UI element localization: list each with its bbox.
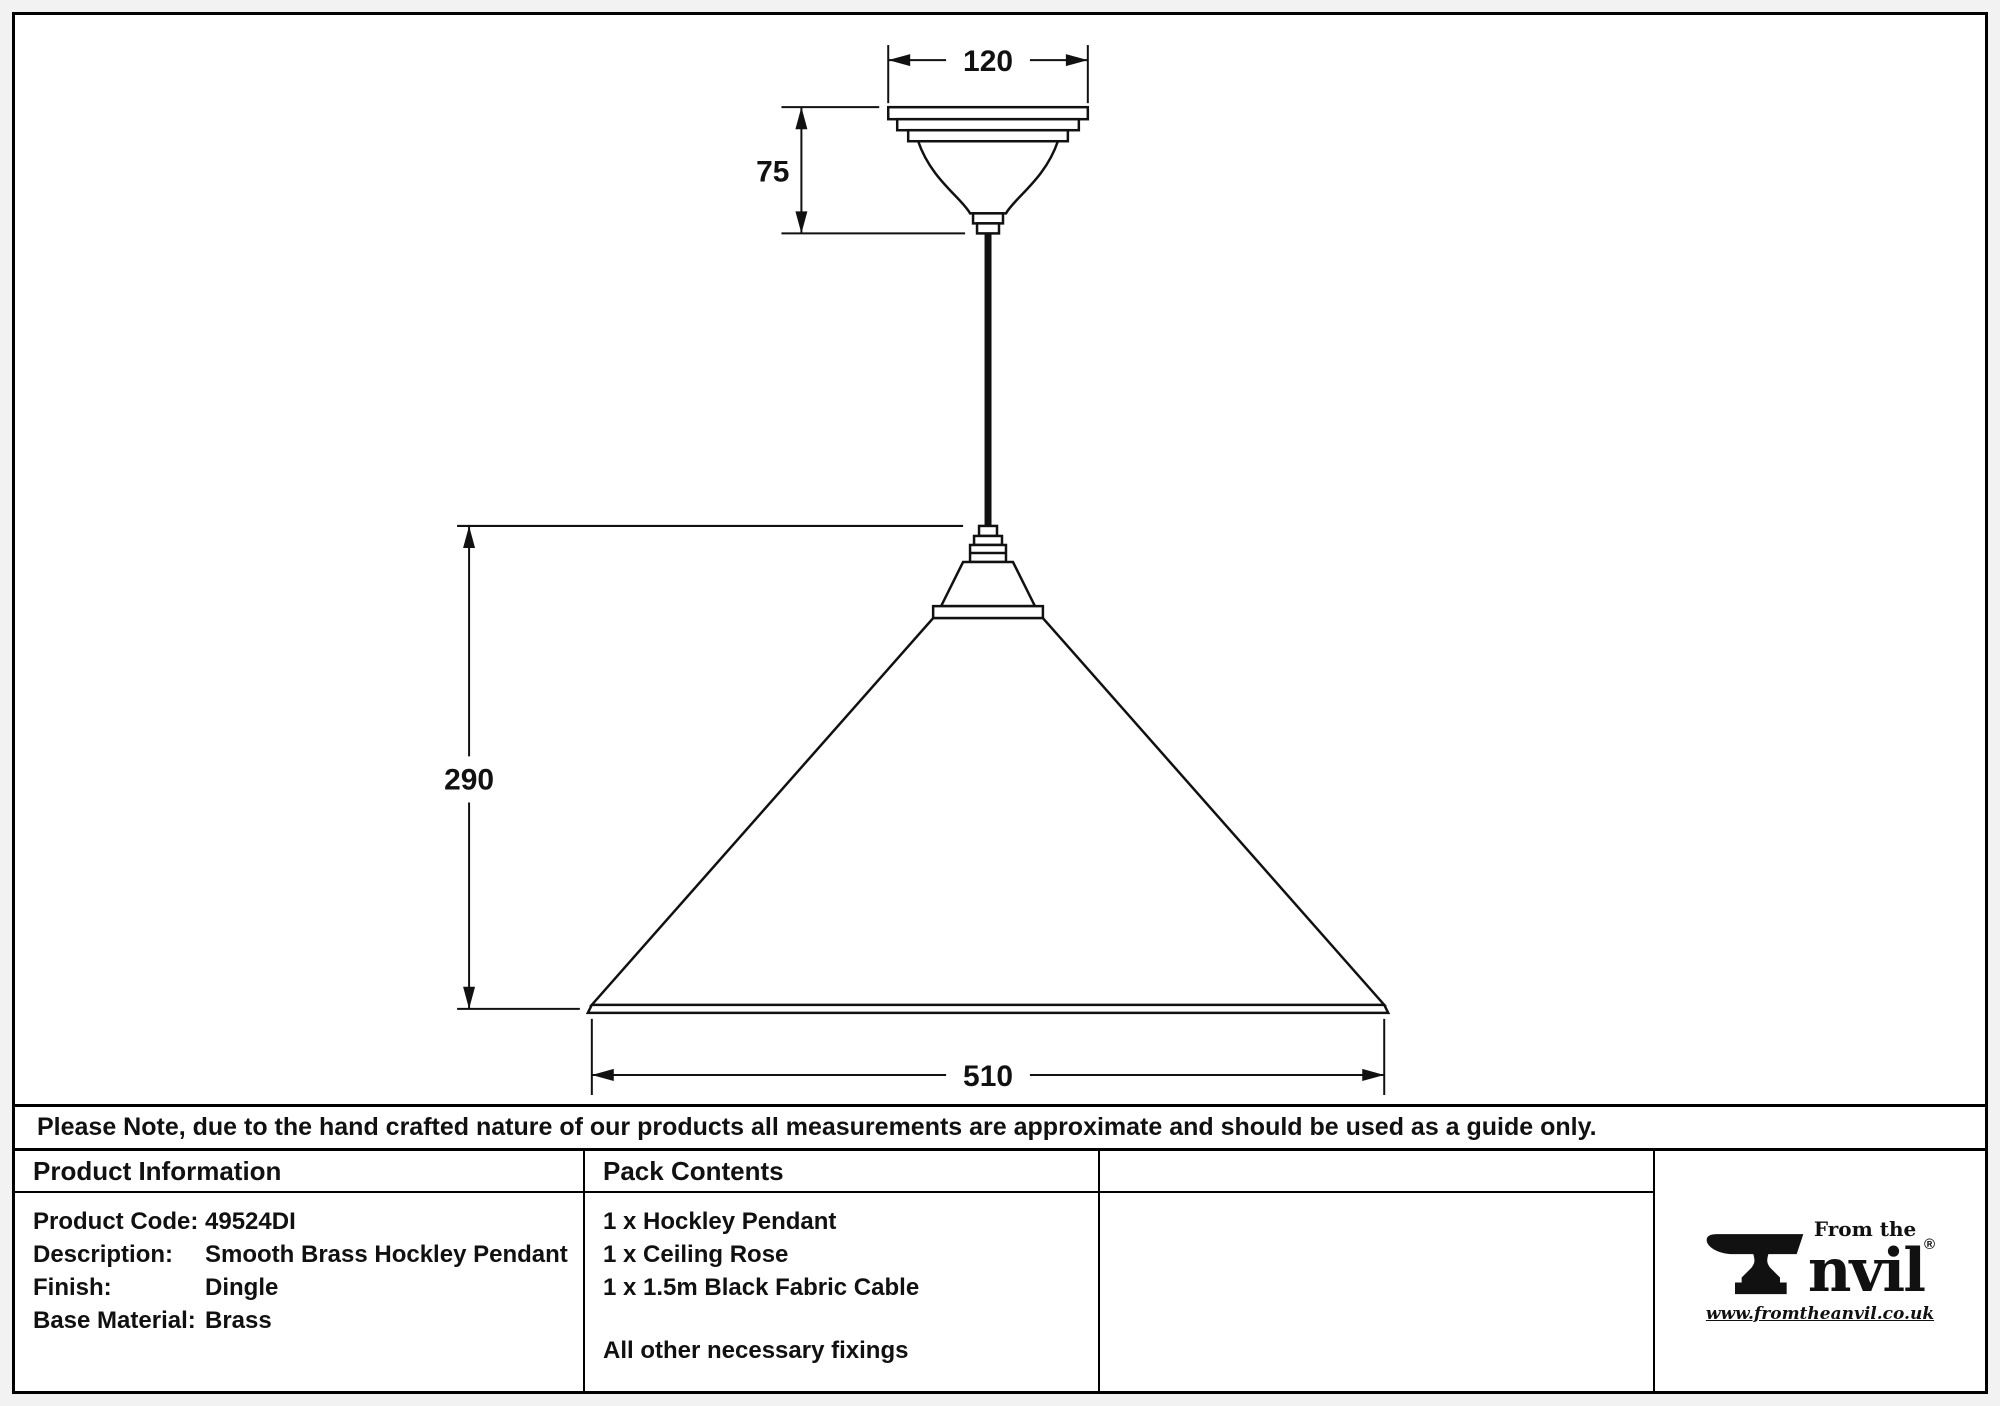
dim-shade-width: 510 [590,1018,1386,1095]
product-code-label: Product Code: [33,1207,199,1235]
dim-label-75: 75 [756,155,789,188]
logo-text-stack: From the nvil ® [1808,1219,1935,1301]
description-label: Description: [33,1240,174,1268]
anvil-icon [1706,1233,1804,1294]
dim-label-290: 290 [444,763,494,796]
product-info-body: Product Code: 49524DI Description: Smoot… [15,1193,583,1391]
base-material-label: Base Material: [33,1306,196,1334]
pack-item: 1 x Hockley Pendant [603,1207,837,1235]
product-code-value: 49524DI [205,1207,296,1235]
product-info-column: Product Information Product Code: 49524D… [15,1151,585,1391]
product-code-row: Product Code: 49524DI [33,1205,583,1238]
logo-url: www.fromtheanvil.co.uk [1705,1303,1935,1324]
finish-row: Finish: Dingle [33,1271,583,1304]
base-material-row: Base Material: Brass [33,1304,583,1337]
pack-contents-body: 1 x Hockley Pendant 1 x Ceiling Rose 1 x… [585,1193,1098,1391]
product-info-header: Product Information [15,1151,583,1193]
dim-rose-height: 75 [756,106,966,235]
note-text: Please Note, due to the hand crafted nat… [37,1113,1597,1141]
footer-table: Product Information Product Code: 49524D… [15,1151,1985,1391]
pack-contents-column: Pack Contents 1 x Hockley Pendant 1 x Ce… [585,1151,1100,1391]
logo-name: nvil [1807,1235,1926,1306]
base-material-value: Brass [205,1306,272,1334]
pack-item: 1 x 1.5m Black Fabric Cable [603,1273,920,1301]
pack-item: 1 x Ceiling Rose [603,1240,789,1268]
dim-label-120: 120 [963,45,1013,78]
pendant-technical-drawing: 120 75 [444,45,1391,1095]
finish-value: Dingle [205,1273,279,1301]
logo-row: From the nvil ® [1705,1219,1935,1301]
finish-label: Finish: [33,1273,112,1301]
spec-sheet: 120 75 [12,12,1988,1394]
empty-column [1100,1151,1655,1391]
registered-mark: ® [1924,1235,1936,1253]
dim-label-510: 510 [963,1060,1013,1093]
description-row: Description: Smooth Brass Hockley Pendan… [33,1238,583,1271]
description-value: Smooth Brass Hockley Pendant [205,1240,568,1268]
brand-column: From the nvil ® www.fromtheanvil.co.uk [1655,1151,1985,1391]
empty-column-body [1100,1193,1653,1391]
note-bar: Please Note, due to the hand crafted nat… [15,1104,1985,1151]
pack-footer-note: All other necessary fixings [603,1336,909,1364]
dim-shade-height: 290 [444,524,964,1010]
empty-column-header [1100,1151,1653,1193]
logo-prefix: From the [1813,1216,1917,1241]
pack-contents-header: Pack Contents [585,1151,1098,1193]
ceiling-rose-drawing [886,105,1090,235]
dim-rose-width: 120 [887,45,1089,104]
brand-logo: From the nvil ® www.fromtheanvil.co.uk [1705,1219,1935,1324]
lamp-holder-drawing [939,524,1037,608]
logo-nameline: nvil ® [1807,1235,1935,1306]
technical-drawing-area: 120 75 [15,15,1985,1104]
shade-drawing [585,604,1391,1015]
